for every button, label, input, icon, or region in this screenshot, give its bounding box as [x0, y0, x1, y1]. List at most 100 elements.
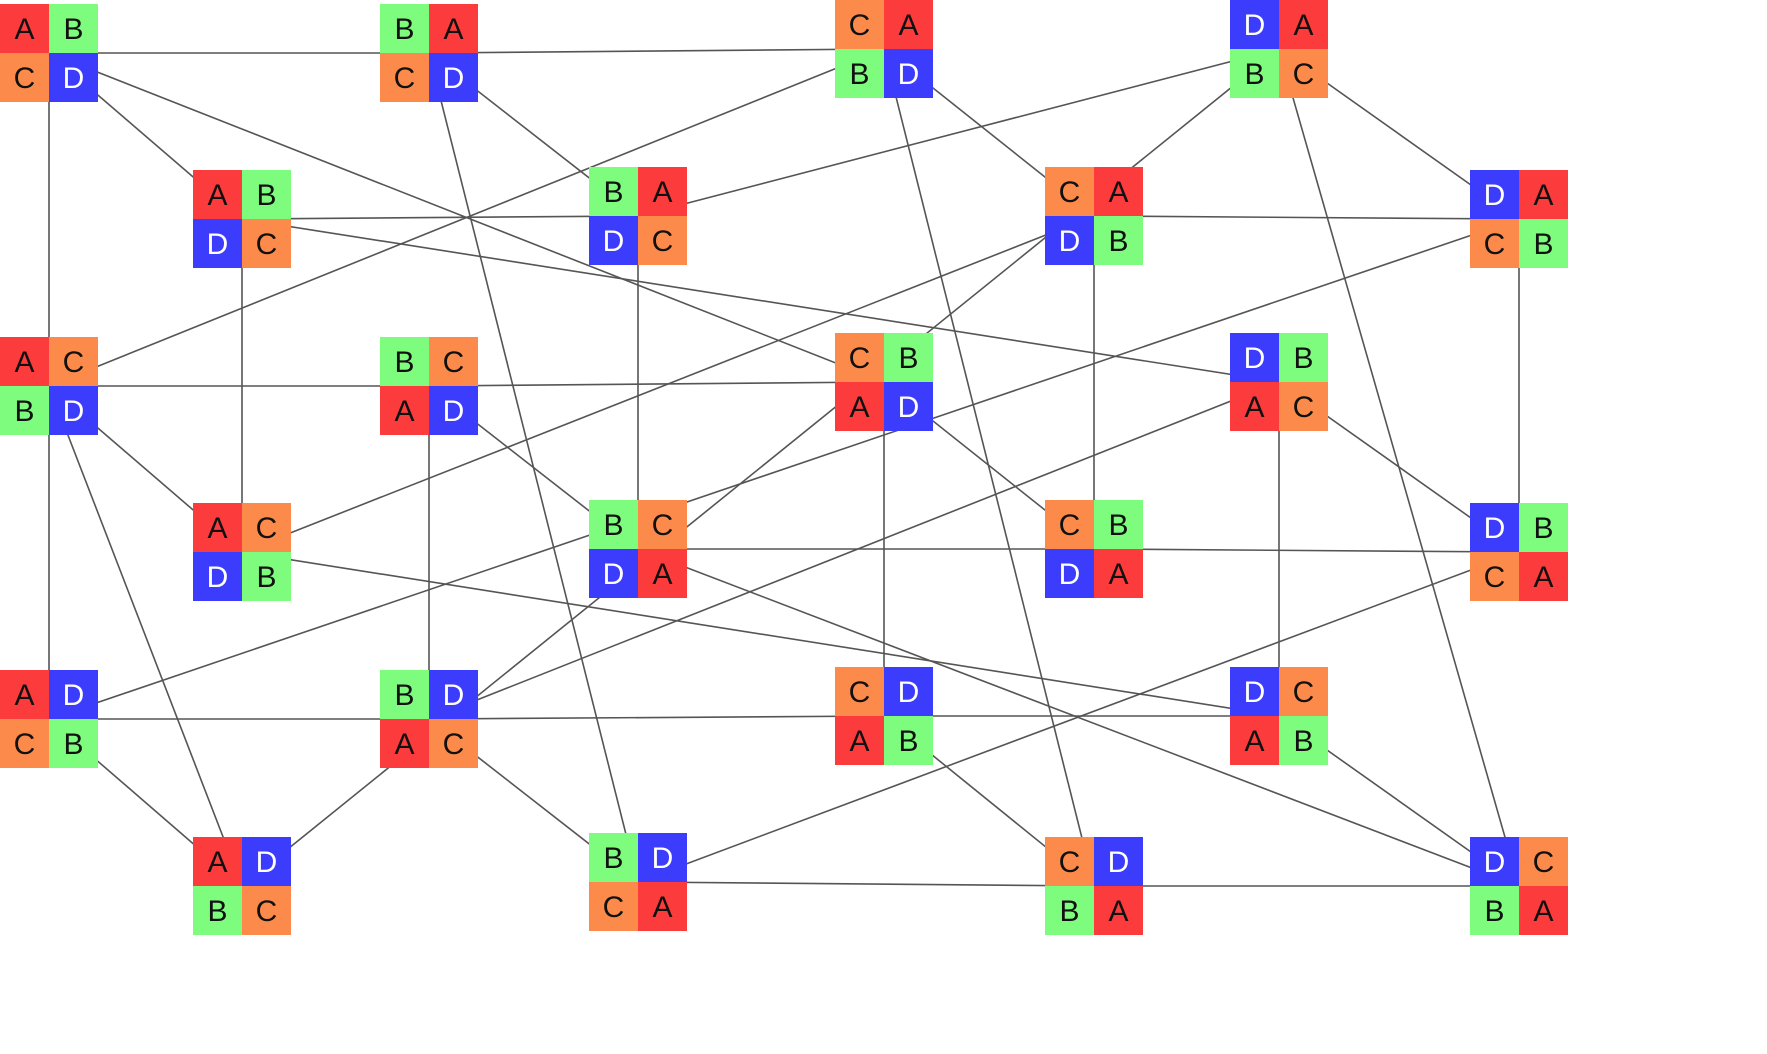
- node-15-cell-0-bg: [1470, 503, 1519, 552]
- node-10-cell-0-bg: [835, 333, 884, 382]
- node-6-cell-1-label: A: [1108, 176, 1128, 209]
- node-21-cell-3-bg: [638, 882, 687, 931]
- node-13-cell-2-label: D: [603, 558, 625, 591]
- node-14-cell-1-label: B: [1108, 509, 1128, 542]
- node-1-cell-3-label: D: [443, 62, 465, 95]
- node-22-cell-0-bg: [1045, 837, 1094, 886]
- node-9-cell-1-label: C: [443, 346, 465, 379]
- node-4-cell-1-bg: [242, 170, 291, 219]
- node-18-cell-2-label: A: [849, 725, 869, 758]
- node-16-cell-1-label: D: [63, 679, 85, 712]
- node-4-cell-3-bg: [242, 219, 291, 268]
- node-8-cell-0-label: A: [14, 346, 34, 379]
- node-15-cell-0-label: D: [1484, 512, 1506, 545]
- node-11-cell-0-label: D: [1244, 342, 1266, 375]
- node-1-cell-2-label: C: [394, 62, 416, 95]
- node-18-cell-1-label: D: [898, 676, 920, 709]
- node-0-cell-3-label: D: [63, 62, 85, 95]
- node-23-cell-1-bg: [1519, 837, 1568, 886]
- node-19-cell-3-bg: [1279, 716, 1328, 765]
- node-5-cell-0-bg: [589, 167, 638, 216]
- node-22-cell-1-label: D: [1108, 846, 1130, 879]
- node-1-cell-1-label: A: [443, 13, 463, 46]
- node-9-cell-1-bg: [429, 337, 478, 386]
- node-6-cell-2-label: D: [1059, 225, 1081, 258]
- node-6-cell-0-bg: [1045, 167, 1094, 216]
- node-3-cell-1-label: A: [1293, 9, 1313, 42]
- node-5-cell-3-label: C: [652, 225, 674, 258]
- node-19-cell-2-label: A: [1244, 725, 1264, 758]
- node-17-cell-0-bg: [380, 670, 429, 719]
- node-9-cell-3-label: D: [443, 395, 465, 428]
- node-0-cell-3-bg: [49, 53, 98, 102]
- node-21-cell-0-label: B: [603, 842, 623, 875]
- node-5-cell-1-bg: [638, 167, 687, 216]
- node-18-cell-3-bg: [884, 716, 933, 765]
- node-23-cell-2-label: B: [1484, 895, 1504, 928]
- node-15-cell-2-bg: [1470, 552, 1519, 601]
- edge-21-22: [637, 881, 1095, 887]
- node-2-cell-0-label: C: [849, 9, 871, 42]
- node-6-cell-1-bg: [1094, 167, 1143, 216]
- node-0-cell-2-label: C: [14, 62, 36, 95]
- node-8-cell-2-label: B: [14, 395, 34, 428]
- edge-11-17: [428, 381, 1280, 720]
- node-9-cell-3-bg: [429, 386, 478, 435]
- node-2-cell-1-bg: [884, 0, 933, 49]
- node-22-cell-2-label: B: [1059, 895, 1079, 928]
- node-0-cell-2-bg: [0, 53, 49, 102]
- node-15-cell-3-bg: [1519, 552, 1568, 601]
- node-7-cell-3-bg: [1519, 219, 1568, 268]
- node-16-cell-2-bg: [0, 719, 49, 768]
- node-19-cell-2-bg: [1230, 716, 1279, 765]
- node-19-cell-0-bg: [1230, 667, 1279, 716]
- node-4-cell-3-label: C: [256, 228, 278, 261]
- node-1-cell-3-bg: [429, 53, 478, 102]
- node-14-cell-2-label: D: [1059, 558, 1081, 591]
- edge-9-10: [428, 381, 885, 387]
- node-22-cell-1-bg: [1094, 837, 1143, 886]
- node-18-cell-2-bg: [835, 716, 884, 765]
- node-0-cell-0-bg: [0, 4, 49, 53]
- node-16-cell-0-bg: [0, 670, 49, 719]
- node-9-cell-2-bg: [380, 386, 429, 435]
- node-8-cell-0-bg: [0, 337, 49, 386]
- node-23-cell-3-label: A: [1533, 895, 1553, 928]
- node-14-cell-0-bg: [1045, 500, 1094, 549]
- node-19-cell-0-label: D: [1244, 676, 1266, 709]
- node-10-cell-3-bg: [884, 382, 933, 431]
- node-17-cell-2-bg: [380, 719, 429, 768]
- node-0-cell-1-label: B: [63, 13, 83, 46]
- node-16-cell-0-label: A: [14, 679, 34, 712]
- node-19-cell-1-bg: [1279, 667, 1328, 716]
- node-5-cell-2-bg: [589, 216, 638, 265]
- node-0-cell-0-label: A: [14, 13, 34, 46]
- node-16-cell-2-label: C: [14, 728, 36, 761]
- node-3-cell-2-bg: [1230, 49, 1279, 98]
